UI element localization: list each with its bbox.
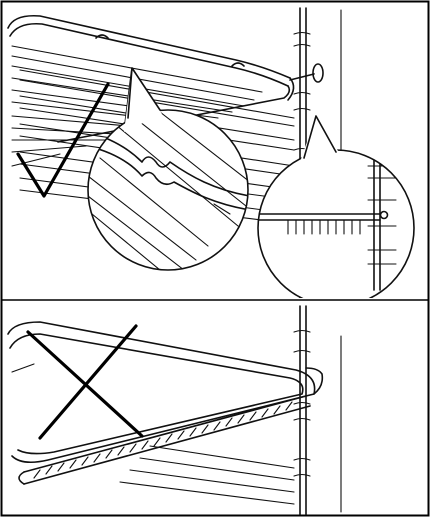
wire-rack [7,14,295,167]
baking-tray [7,321,324,464]
callout-rack-notch-detail [87,67,249,271]
rack-stop-knob [289,63,324,83]
callout-rack-stop-side-detail [257,115,415,298]
side-rails-bottom [293,305,311,515]
checkmark-icon [16,82,110,198]
top-panel [7,7,415,298]
oven-runner-lines-bottom [119,445,295,505]
wire-rack-underneath [18,395,311,485]
bottom-panel [7,305,342,515]
cross-icon [26,324,144,440]
